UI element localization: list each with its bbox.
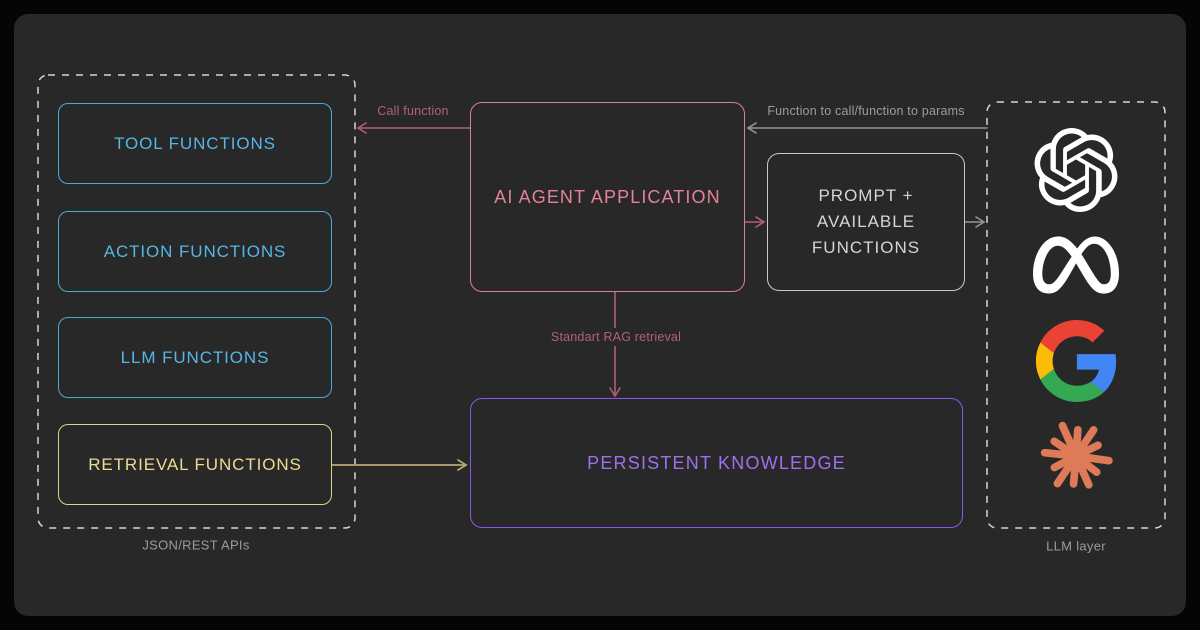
meta-icon <box>1033 236 1119 294</box>
tool-functions-box: TOOL FUNCTIONS <box>58 103 332 184</box>
call-function-arrow-label: Call function <box>377 104 449 118</box>
ai-agent-application-label: AI AGENT APPLICATION <box>494 186 721 207</box>
llm-layer-caption: LLM layer <box>1046 538 1106 554</box>
llm-functions-box: LLM FUNCTIONS <box>58 317 332 398</box>
prompt-available-functions-label: PROMPT + AVAILABLE FUNCTIONS <box>811 186 921 257</box>
llm-functions-label: LLM FUNCTIONS <box>120 347 270 367</box>
ai-agent-application-box: AI AGENT APPLICATION <box>470 102 745 292</box>
anthropic-icon <box>1040 421 1113 489</box>
google-icon <box>1035 320 1117 402</box>
tool-functions-label: TOOL FUNCTIONS <box>114 133 276 153</box>
persistent-knowledge-box: PERSISTENT KNOWLEDGE <box>470 398 963 528</box>
action-functions-label: ACTION FUNCTIONS <box>103 241 287 261</box>
rag-retrieval-arrow-label: Standart RAG retrieval <box>542 328 690 346</box>
api-group-caption: JSON/REST APIs <box>142 537 250 553</box>
persistent-knowledge-label: PERSISTENT KNOWLEDGE <box>587 452 846 473</box>
function-to-call-arrow-label: Function to call/function to params <box>767 104 965 118</box>
retrieval-functions-label: RETRIEVAL FUNCTIONS <box>88 454 302 474</box>
action-functions-box: ACTION FUNCTIONS <box>58 211 332 292</box>
openai-icon <box>1034 128 1118 212</box>
retrieval-functions-box: RETRIEVAL FUNCTIONS <box>58 424 332 505</box>
prompt-available-functions-box: PROMPT + AVAILABLE FUNCTIONS <box>767 153 965 291</box>
